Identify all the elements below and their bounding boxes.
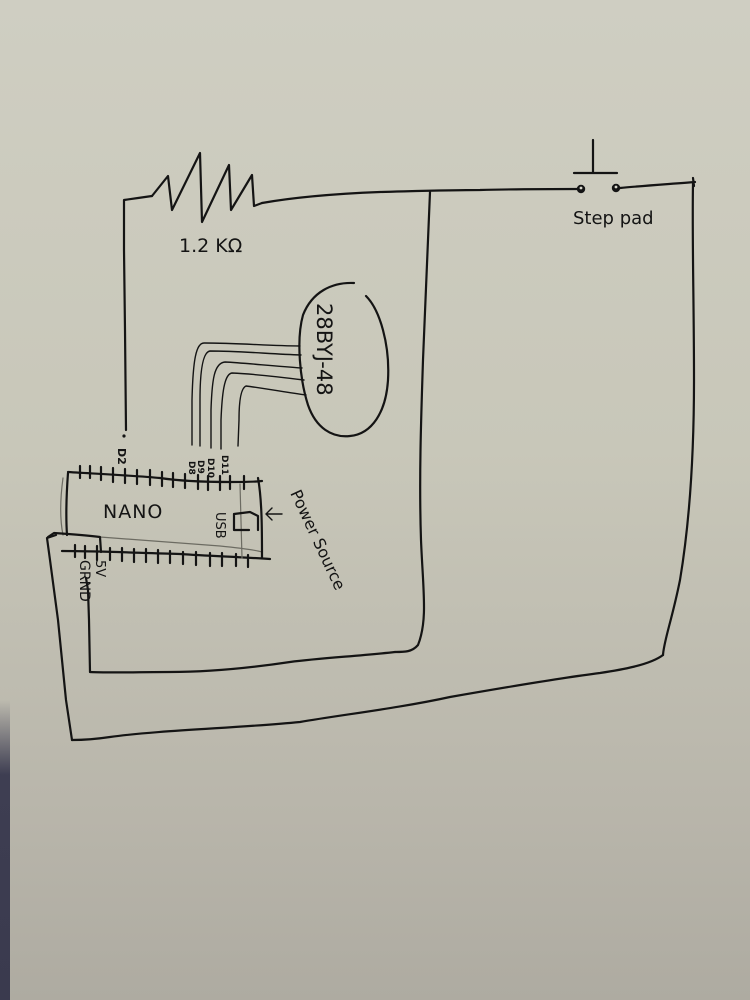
- motor-wire-5: [237, 385, 307, 447]
- switch-label: Step pad: [573, 208, 654, 229]
- wire-outer-bottom: [70, 653, 665, 742]
- wire-steppad-right: [618, 176, 697, 190]
- usb-label: USB: [212, 512, 227, 539]
- wire-end-dot: [122, 434, 126, 438]
- pin-label-d2: D2: [115, 448, 128, 465]
- power-source-line: [256, 476, 264, 560]
- motor-wire-1: [191, 342, 301, 446]
- nano-bottom-header: [60, 549, 272, 561]
- wire-resistor-to-steppad: [260, 187, 581, 205]
- usb-connector: [232, 510, 260, 532]
- nano-board-outline: [65, 471, 70, 537]
- resistor-zigzag: [150, 151, 264, 224]
- motor-wire-3: [210, 361, 303, 449]
- motor-label: 28BYJ-48: [312, 303, 336, 396]
- power-source-label: Power Source: [286, 487, 349, 593]
- power-source-arrow: [265, 507, 283, 521]
- wire-inner-left-vertical: [84, 576, 92, 674]
- pin-label-d9: D9: [195, 460, 205, 474]
- nano-bottom-pin-ticks: [73, 543, 250, 569]
- paper-edge-shadow: [0, 700, 10, 1000]
- pin-label-5v: 5V: [92, 560, 107, 577]
- resistor-label: 1.2 KΩ: [179, 235, 242, 257]
- wire-d2-to-resistor: [122, 194, 154, 432]
- wire-right-vertical: [661, 181, 696, 657]
- motor-outline: [298, 281, 390, 438]
- pin-label-d11: D11: [219, 455, 229, 475]
- board-label: NANO: [103, 501, 163, 523]
- nano-bottom-edge: [99, 536, 263, 553]
- nano-right-edge: [239, 483, 243, 559]
- wire-outer-left-vertical: [45, 533, 74, 742]
- nano-board-left-edge: [60, 477, 64, 536]
- pin-label-gnd: GRND: [76, 560, 92, 602]
- nano-top-pin-ticks: [78, 464, 246, 492]
- motor-wire-4: [220, 372, 305, 450]
- switch-plunger: [572, 138, 619, 175]
- power-pin-bracket: [46, 531, 103, 554]
- motor-wire-2: [199, 350, 302, 447]
- wire-inner-vertical: [393, 190, 432, 654]
- nano-top-header: [66, 470, 264, 484]
- pin-label-d8: D8: [186, 461, 196, 475]
- pin-label-d10: D10: [205, 458, 215, 478]
- wire-inner-bottom: [88, 650, 397, 674]
